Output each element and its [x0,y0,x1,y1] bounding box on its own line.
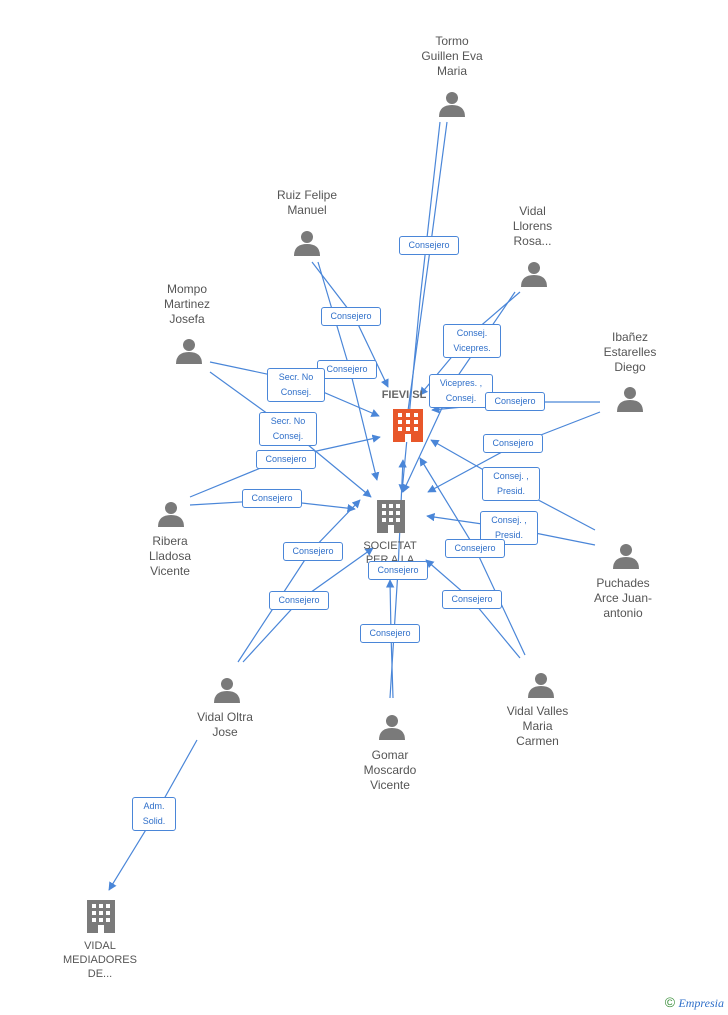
edge-label: Consej. Vicepres. [443,324,501,358]
brand-logo: Empresia [678,996,724,1010]
person-label-tormo[interactable]: Tormo Guillen Eva Maria [421,34,483,78]
person-icon [617,387,643,412]
footer-brand[interactable]: © Empresia [665,994,724,1011]
building-icon-vidal-mediadores [87,900,115,933]
edge-label: Secr. No Consej. [267,368,325,402]
person-label-mompo[interactable]: Mompo Martinez Josefa [163,282,210,326]
person-label-vidal-oltra[interactable]: Vidal Oltra Jose [197,710,253,739]
company-label-vidal-mediadores[interactable]: VIDAL MEDIADORES DE... [63,940,137,980]
person-icon [528,673,554,698]
edge-label: Consejero [256,450,316,469]
building-icon-fievi [393,409,423,442]
edge-label: Consejero [399,236,459,255]
edge-label: Consejero [445,539,505,558]
edge-label: Consejero [317,360,377,379]
person-label-ruiz[interactable]: Ruiz Felipe Manuel [276,188,338,217]
person-label-gomar[interactable]: Gomar Moscardo Vicente [363,748,417,792]
edge-label: Consejero [283,542,343,561]
edge-label: Consejero [485,392,545,411]
person-icon [613,544,639,569]
edge-label: Secr. No Consej. [259,412,317,446]
company-label-fievi[interactable]: FIEVI SL [381,389,427,401]
person-label-ribera[interactable]: Ribera Lladosa Vicente [148,534,192,578]
person-label-vidal-llorens[interactable]: Vidal Llorens Rosa... [512,204,553,248]
person-label-puchades[interactable]: Puchades Arce Juan- antonio [593,576,653,620]
edge-label: Adm. Solid. [132,797,176,831]
edge-label: Consejero [321,307,381,326]
person-icon [158,502,184,527]
edge-label: Consejero [360,624,420,643]
edge-label: Consej. , Presid. [482,467,540,501]
person-icon [294,231,320,256]
person-icon [176,339,202,364]
person-icon [521,262,547,287]
edge-label: Consejero [269,591,329,610]
person-icon [439,92,465,117]
person-icons [158,92,643,740]
edge-label: Consejero [242,489,302,508]
person-icon [214,678,240,703]
person-icon [379,715,405,740]
edge-label: Consejero [483,434,543,453]
person-label-ibanez[interactable]: Ibañez Estarelles Diego [603,330,657,374]
edge-label: Vicepres. , Consej. [429,374,493,408]
edge-label: Consejero [368,561,428,580]
person-label-vidal-valles[interactable]: Vidal Valles Maria Carmen [506,704,569,748]
edge-label: Consejero [442,590,502,609]
copyright-icon: © [664,994,676,1010]
building-icon-societat [377,500,405,533]
